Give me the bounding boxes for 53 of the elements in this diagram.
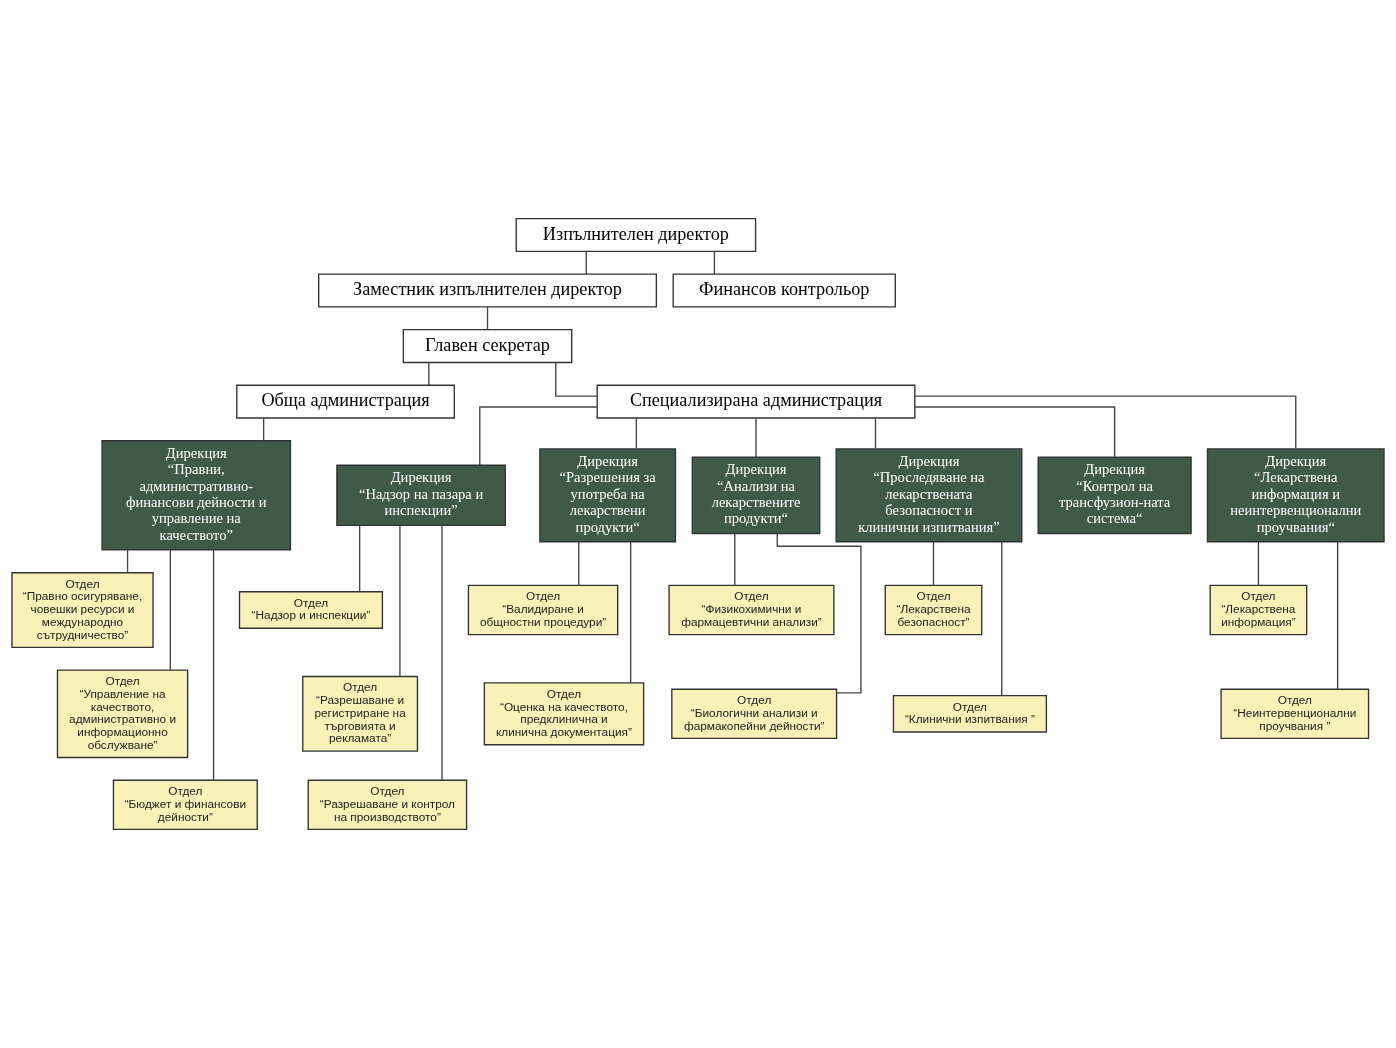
node-box: Отдел “Надзор и инспекции” (238, 591, 384, 629)
node-box: Дирекция “Проследяване на лекарствената безопасност и клинични изпитвания” (835, 448, 1023, 543)
node-box: Обща администрация (236, 384, 455, 419)
node-box: Дирекция “Надзор на пазара и инспекции” (336, 464, 506, 527)
node-box: Отдел “Оценка на качеството, предклинична и клинична документация” (483, 682, 645, 746)
connector (629, 541, 632, 684)
node-box: Изпълнителен директор (515, 217, 757, 253)
connector (914, 395, 1297, 450)
connector (486, 306, 489, 331)
connector (734, 533, 736, 586)
connector (585, 251, 587, 275)
connector (358, 524, 361, 593)
node-box: Отдел “Разрешаване и регистриране на търговията и рекламата” (302, 675, 419, 752)
node-box: Отдел “Валидиране и общностни процедури” (467, 584, 619, 636)
node-box: Отдел “Физикохимични и фармацевтични анализи” (668, 584, 835, 636)
connector (555, 361, 598, 397)
node-box: Отдел “Лекарствена безопасност” (884, 584, 983, 636)
node-box: Специализирана администрация (596, 384, 916, 419)
node-box: Главен секретар (402, 329, 573, 364)
connector (212, 549, 215, 781)
connector (169, 549, 171, 671)
connector (262, 417, 265, 442)
connector (776, 533, 862, 694)
connector (441, 524, 443, 781)
connector (399, 524, 401, 677)
node-box: Дирекция “Правни, административно-финансови дейности и управление на качеството” (101, 440, 292, 551)
connector (914, 406, 1116, 458)
node-box: Отдел “Лекарствена информация” (1209, 584, 1308, 636)
node-box: Отдел “Управление на качеството, административно и информационно обслужване” (56, 669, 189, 759)
connector (713, 251, 716, 275)
node-box: Дирекция “Анализи на лекарствените продукти“ (691, 456, 821, 535)
connector (578, 541, 580, 587)
node-box: Отдел “Правно осигуряване, човешки ресурси и международно сътрудничество” (11, 572, 154, 648)
connector (479, 406, 598, 466)
node-box: Отдел “Неинтервенционални проучвания ” (1220, 688, 1370, 740)
connector (126, 549, 129, 574)
connector (635, 417, 638, 450)
connector (755, 417, 757, 458)
connector (1336, 541, 1339, 690)
connector (874, 417, 877, 450)
connector (1001, 541, 1003, 697)
connector (1257, 541, 1260, 587)
node-box: Дирекция “Контрол на трансфузион-ната система“ (1037, 456, 1192, 535)
node-box: Дирекция “Разрешения за употреба на лекарствени продукти“ (539, 448, 677, 543)
node-box: Отдел “Разрешаване и контрол на производството” (307, 779, 468, 831)
node-box: Отдел “Биологични анализи и фармакопейни дейности” (671, 688, 838, 740)
connector (932, 541, 935, 587)
node-box: Дирекция “Лекарствена информация и неинтервенционални проучвания“ (1206, 448, 1385, 543)
node-box: Отдел “Бюджет и финансови дейности” (112, 779, 258, 831)
node-box: Заместник изпълнителен директор (318, 273, 658, 308)
node-box: Отдел “Клинични изпитвания ” (892, 694, 1048, 733)
node-box: Финансов контрольор (672, 273, 896, 308)
connector (428, 362, 430, 386)
